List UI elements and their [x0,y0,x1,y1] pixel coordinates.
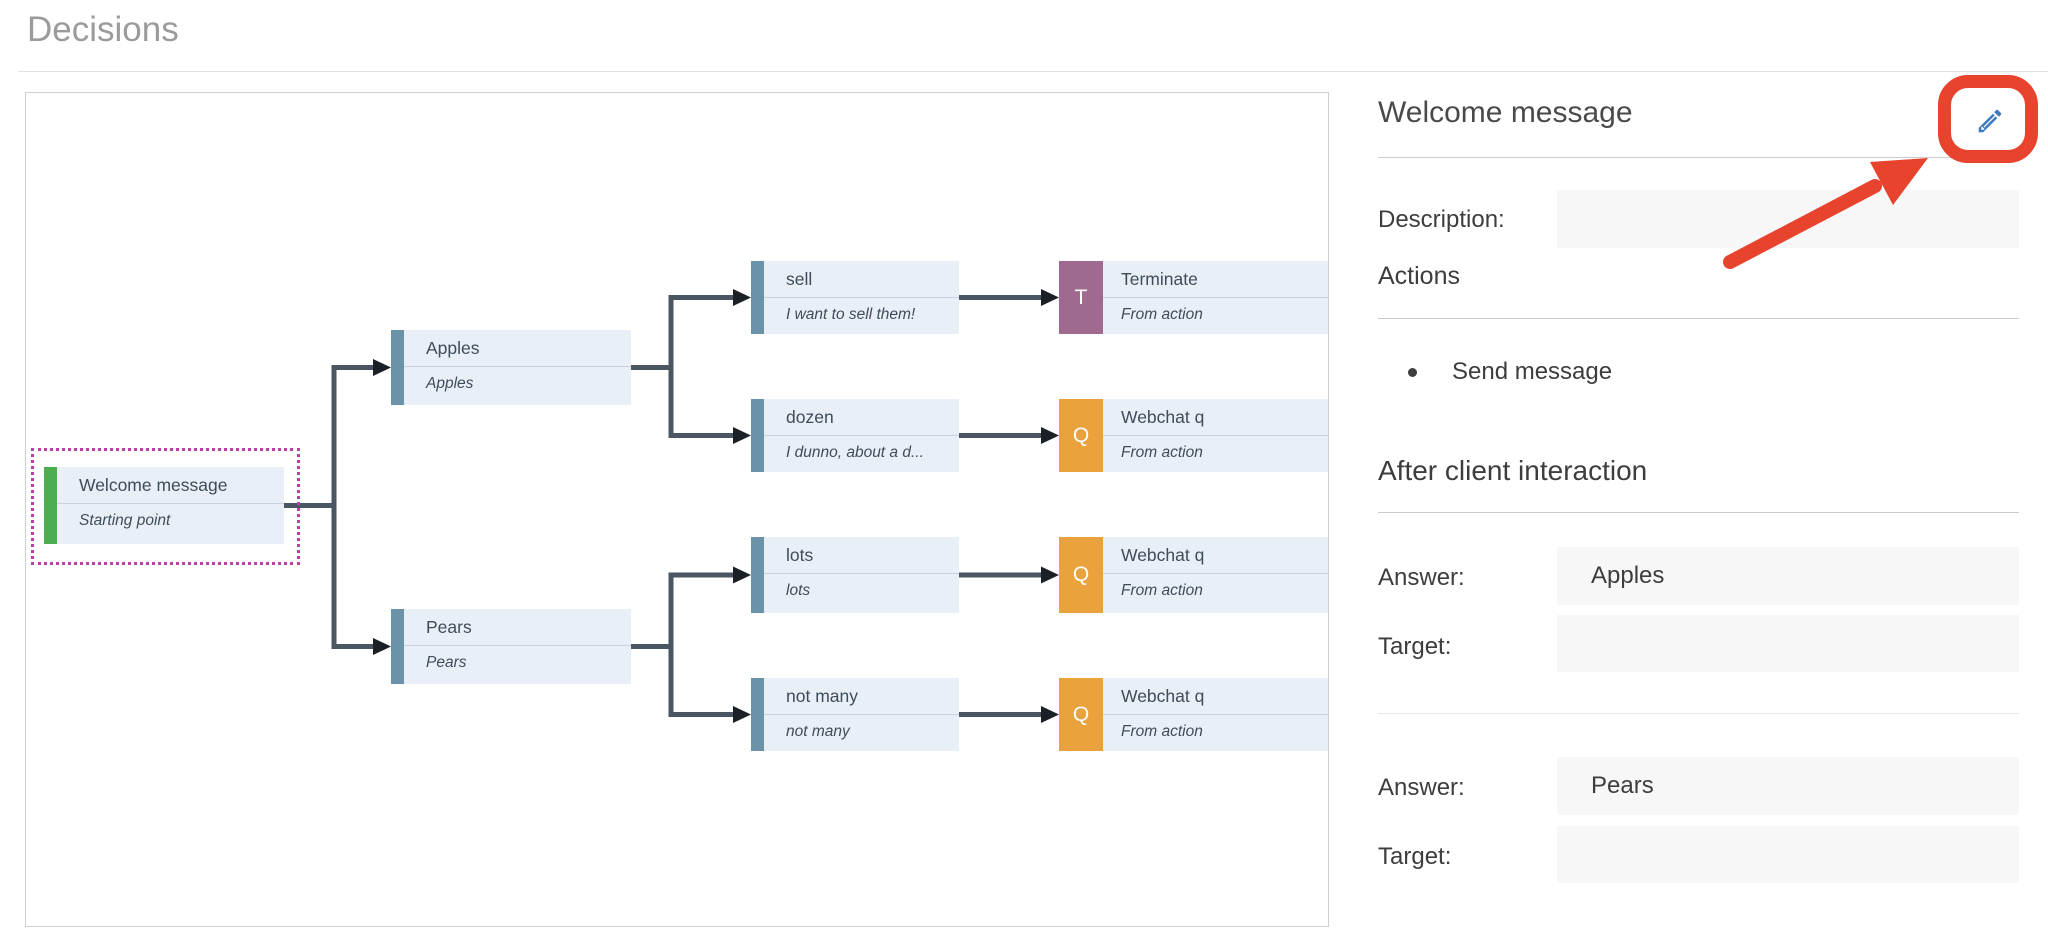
node-webchat-q-2[interactable]: Q Webchat q From action [1059,537,1328,613]
panel-title: Welcome message [1378,96,1633,129]
node-not-many[interactable]: not many not many [751,678,959,751]
node-title: Welcome message [57,467,284,504]
decision-tree-canvas: Welcome message Starting point Apples Ap… [25,92,1329,927]
node-terminate[interactable]: T Terminate From action [1059,261,1328,334]
terminate-badge-icon: T [1059,261,1103,334]
question-badge-icon: Q [1059,399,1103,472]
node-welcome-message[interactable]: Welcome message Starting point [44,467,284,544]
node-accent-bar [391,330,404,405]
answer-label: Answer: [1378,564,1465,591]
node-subtitle: not many [786,723,850,740]
edit-button[interactable] [1947,83,2032,158]
node-title: not many [764,678,959,715]
pencil-icon [1978,109,2001,132]
actions-divider [1378,318,2019,319]
connector-lines [268,289,1059,723]
node-subtitle: lots [786,582,811,599]
description-value [1557,190,2019,248]
answer-label: Answer: [1378,774,1465,801]
question-badge-icon: Q [1059,678,1103,751]
after-interaction-heading: After client interaction [1378,455,1648,486]
node-sell[interactable]: sell I want to sell them! [751,261,959,334]
node-accent-bar [751,678,764,751]
node-subtitle: I dunno, about a d... [786,444,924,461]
target-value [1557,615,2019,672]
node-webchat-q-1[interactable]: Q Webchat q From action [1059,399,1328,472]
answer-value: Apples [1557,547,2019,605]
page-divider [18,71,2048,72]
node-title: sell [764,261,959,298]
node-subtitle: From action [1121,582,1203,599]
target-value [1557,826,2019,883]
target-label: Target: [1378,633,1452,660]
question-badge-icon: Q [1059,537,1103,613]
node-subtitle: From action [1121,723,1203,740]
node-title: Webchat q [1103,678,1328,715]
after-interaction-divider [1378,512,2019,513]
bullet-icon [1408,368,1417,377]
node-title: Webchat q [1103,399,1328,436]
page-title: Decisions [27,10,179,49]
node-dozen[interactable]: dozen I dunno, about a d... [751,399,959,472]
node-title: Pears [404,609,631,646]
node-pears[interactable]: Pears Pears [391,609,631,684]
node-title: lots [764,537,959,574]
node-title: Webchat q [1103,537,1328,574]
arrowhead-icons [373,289,1059,723]
node-accent-bar [391,609,404,684]
node-title: dozen [764,399,959,436]
branch-divider [1378,713,2019,714]
description-label: Description: [1378,206,1505,233]
panel-title-divider [1378,157,2019,158]
node-webchat-q-3[interactable]: Q Webchat q From action [1059,678,1328,751]
node-subtitle: Starting point [79,512,171,529]
answer-value: Pears [1557,757,2019,815]
actions-heading: Actions [1378,262,1460,290]
node-subtitle: I want to sell them! [786,306,916,323]
start-accent-bar [44,467,57,544]
node-subtitle: From action [1121,444,1203,461]
node-lots[interactable]: lots lots [751,537,959,613]
node-accent-bar [751,399,764,472]
node-accent-bar [751,537,764,613]
selection-outline [31,448,300,565]
node-subtitle: Pears [426,654,467,671]
node-accent-bar [751,261,764,334]
action-item: Send message [1452,358,1613,385]
node-apples[interactable]: Apples Apples [391,330,631,405]
target-label: Target: [1378,843,1452,870]
node-subtitle: From action [1121,306,1203,323]
node-subtitle: Apples [426,375,474,392]
node-title: Apples [404,330,631,367]
node-title: Terminate [1103,261,1328,298]
